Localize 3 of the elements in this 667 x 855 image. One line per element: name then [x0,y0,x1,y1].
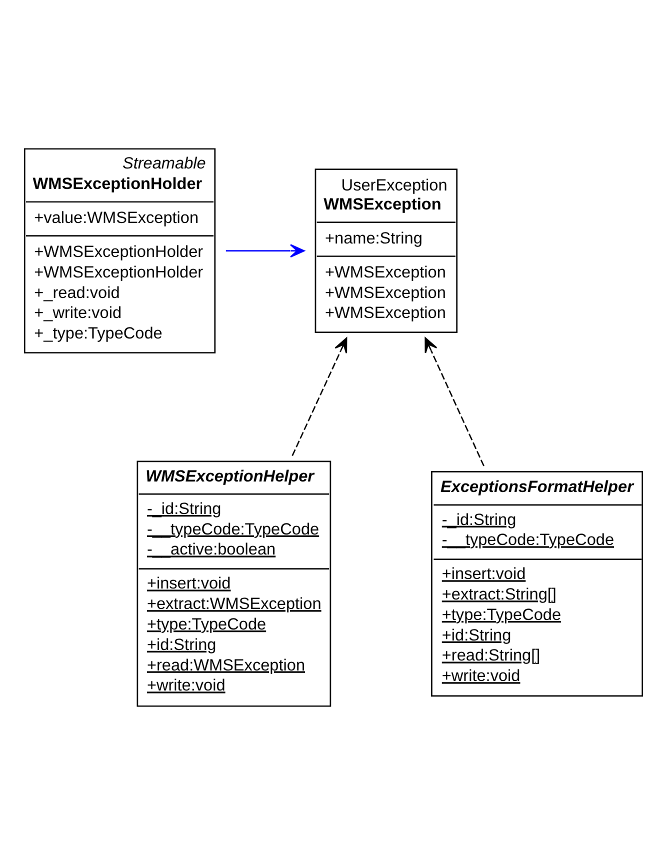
arrow [226,244,305,258]
arrow [424,337,484,466]
arrow [292,338,348,456]
